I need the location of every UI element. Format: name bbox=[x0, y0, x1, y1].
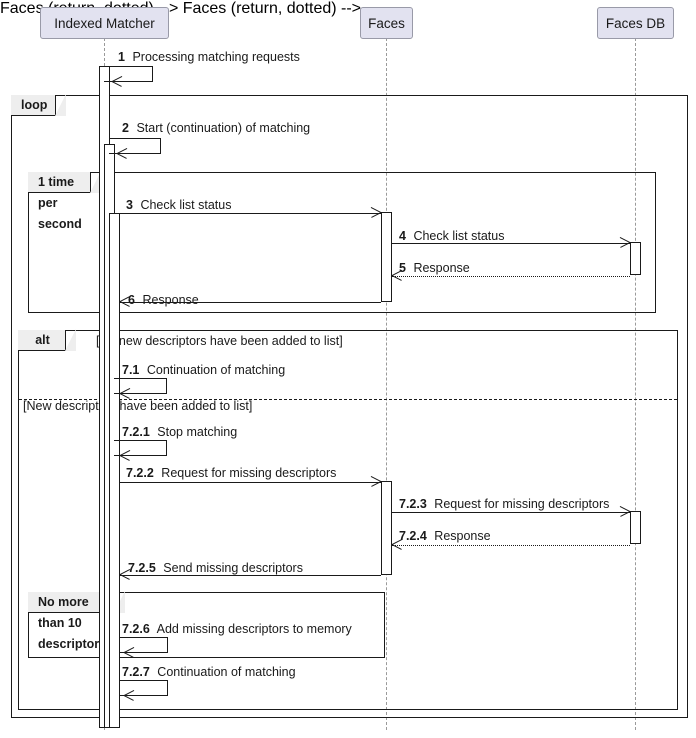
fragment-alt-guard-2: [New descriptors have been added to list… bbox=[23, 399, 253, 413]
message-arrowhead-1 bbox=[112, 76, 123, 87]
message-label-7-2-7: 7.2.7 Continuation of matching bbox=[122, 665, 296, 679]
message-label-7-2-1: 7.2.1 Stop matching bbox=[122, 425, 237, 439]
fragment-alt-label: alt bbox=[18, 329, 76, 351]
message-number-7-2-6: 7.2.6 bbox=[122, 622, 150, 636]
message-number-5: 5 bbox=[399, 261, 406, 275]
message-text-3: Check list status bbox=[140, 198, 232, 212]
message-number-3: 3 bbox=[126, 198, 133, 212]
message-label-7-2-6: 7.2.6 Add missing descriptors to memory bbox=[122, 622, 352, 636]
fragment-once-per-second-label: 1 time per second bbox=[28, 171, 101, 231]
message-label-6: 6 Response bbox=[128, 293, 199, 307]
message-label-7-2-4: 7.2.4 Response bbox=[399, 529, 491, 543]
message-label-4: 4 Check list status bbox=[399, 229, 504, 243]
message-text-7-2-1: Stop matching bbox=[157, 425, 238, 439]
message-number-4: 4 bbox=[399, 229, 406, 243]
message-text-2: Start (continuation) of matching bbox=[136, 121, 311, 135]
message-selfloop-1 bbox=[104, 66, 153, 82]
message-text-1: Processing matching requests bbox=[132, 50, 300, 64]
message-arrowhead-7-2-2 bbox=[370, 476, 381, 487]
message-label-5: 5 Response bbox=[399, 261, 470, 275]
message-text-7-2-6: Add missing descriptors to memory bbox=[156, 622, 352, 636]
activation-faces-db-2 bbox=[630, 511, 641, 544]
message-line-3 bbox=[120, 213, 381, 214]
message-arrowhead-2 bbox=[117, 148, 128, 159]
message-number-7-2-2: 7.2.2 bbox=[126, 466, 154, 480]
message-arrowhead-7-2-7 bbox=[124, 690, 135, 701]
message-label-7-2-3: 7.2.3 Request for missing descriptors bbox=[399, 497, 609, 511]
message-number-7-2-1: 7.2.1 bbox=[122, 425, 150, 439]
message-label-3: 3 Check list status bbox=[126, 198, 231, 212]
message-arrowhead-7-2-1 bbox=[120, 450, 131, 461]
message-number-7-2-5: 7.2.5 bbox=[128, 561, 156, 575]
activation-indexed-matcher-3 bbox=[109, 213, 120, 728]
message-number-6: 6 bbox=[128, 293, 135, 307]
message-line-6 bbox=[120, 302, 381, 303]
message-text-7-2-5: Send missing descriptors bbox=[163, 561, 303, 575]
message-arrowhead-7-2-5 bbox=[120, 569, 131, 580]
message-number-2: 2 bbox=[122, 121, 129, 135]
message-number-7-2-4: 7.2.4 bbox=[399, 529, 427, 543]
message-arrowhead-7-2-3 bbox=[619, 506, 630, 517]
message-text-5: Response bbox=[413, 261, 470, 275]
message-line-7-2-2 bbox=[120, 482, 381, 483]
fragment-no-more-than-10[interactable] bbox=[28, 592, 385, 658]
message-number-7-2-3: 7.2.3 bbox=[399, 497, 427, 511]
message-text-4: Check list status bbox=[413, 229, 505, 243]
message-number-7-1: 7.1 bbox=[122, 363, 140, 377]
fragment-no-more-than-10-label: No more than 10 descriptors bbox=[28, 591, 126, 651]
message-label-2: 2 Start (continuation) of matching bbox=[122, 121, 310, 135]
message-line-7-2-5 bbox=[120, 575, 381, 576]
message-arrowhead-7-2-6 bbox=[124, 647, 135, 658]
message-selfloop-7-1 bbox=[114, 378, 167, 394]
message-number-7-2-7: 7.2.7 bbox=[122, 665, 150, 679]
participant-faces[interactable]: Faces bbox=[360, 7, 413, 39]
participant-indexed-matcher[interactable]: Indexed Matcher bbox=[40, 7, 169, 39]
fragment-alt-guard-1: [No new descriptors have been added to l… bbox=[96, 334, 343, 348]
message-selfloop-7-2-1 bbox=[114, 440, 167, 456]
message-line-5 bbox=[392, 276, 630, 277]
message-arrowhead-7-2-4 bbox=[392, 539, 403, 550]
message-number-1: 1 bbox=[118, 50, 125, 64]
message-text-6: Response bbox=[142, 293, 199, 307]
lifeline-faces bbox=[386, 38, 387, 730]
message-text-7-2-7: Continuation of matching bbox=[157, 665, 296, 679]
fragment-alt-divider bbox=[19, 399, 677, 400]
message-selfloop-7-2-7 bbox=[119, 680, 168, 696]
message-label-1: 1 Processing matching requests bbox=[118, 50, 300, 64]
message-label-7-2-2: 7.2.2 Request for missing descriptors bbox=[126, 466, 336, 480]
message-arrowhead-5 bbox=[392, 270, 403, 281]
activation-faces-2 bbox=[381, 481, 392, 575]
message-text-7-2-2: Request for missing descriptors bbox=[161, 466, 337, 480]
lifeline-faces-db bbox=[635, 38, 636, 730]
fragment-loop-label: loop bbox=[11, 94, 67, 116]
message-line-4 bbox=[392, 243, 630, 244]
message-selfloop-2 bbox=[109, 138, 161, 154]
message-arrowhead-4 bbox=[619, 237, 630, 248]
message-arrowhead-6 bbox=[120, 296, 131, 307]
message-selfloop-7-2-6 bbox=[119, 637, 168, 653]
message-label-7-1: 7.1 Continuation of matching bbox=[122, 363, 285, 377]
message-arrowhead-7-1 bbox=[120, 388, 131, 399]
message-text-7-2-3: Request for missing descriptors bbox=[434, 497, 610, 511]
fragment-alt[interactable] bbox=[18, 330, 678, 710]
fragment-once-per-second[interactable] bbox=[28, 172, 656, 313]
message-label-7-2-5: 7.2.5 Send missing descriptors bbox=[128, 561, 303, 575]
message-line-7-2-4 bbox=[392, 545, 630, 546]
fragment-loop[interactable] bbox=[11, 95, 688, 718]
message-line-7-2-3 bbox=[392, 512, 630, 513]
message-text-7-2-4: Response bbox=[434, 529, 491, 543]
participant-faces-db[interactable]: Faces DB bbox=[597, 7, 674, 39]
activation-faces-db-1 bbox=[630, 242, 641, 275]
activation-faces-1 bbox=[381, 212, 392, 302]
message-arrowhead-3 bbox=[370, 207, 381, 218]
message-text-7-1: Continuation of matching bbox=[146, 363, 286, 377]
